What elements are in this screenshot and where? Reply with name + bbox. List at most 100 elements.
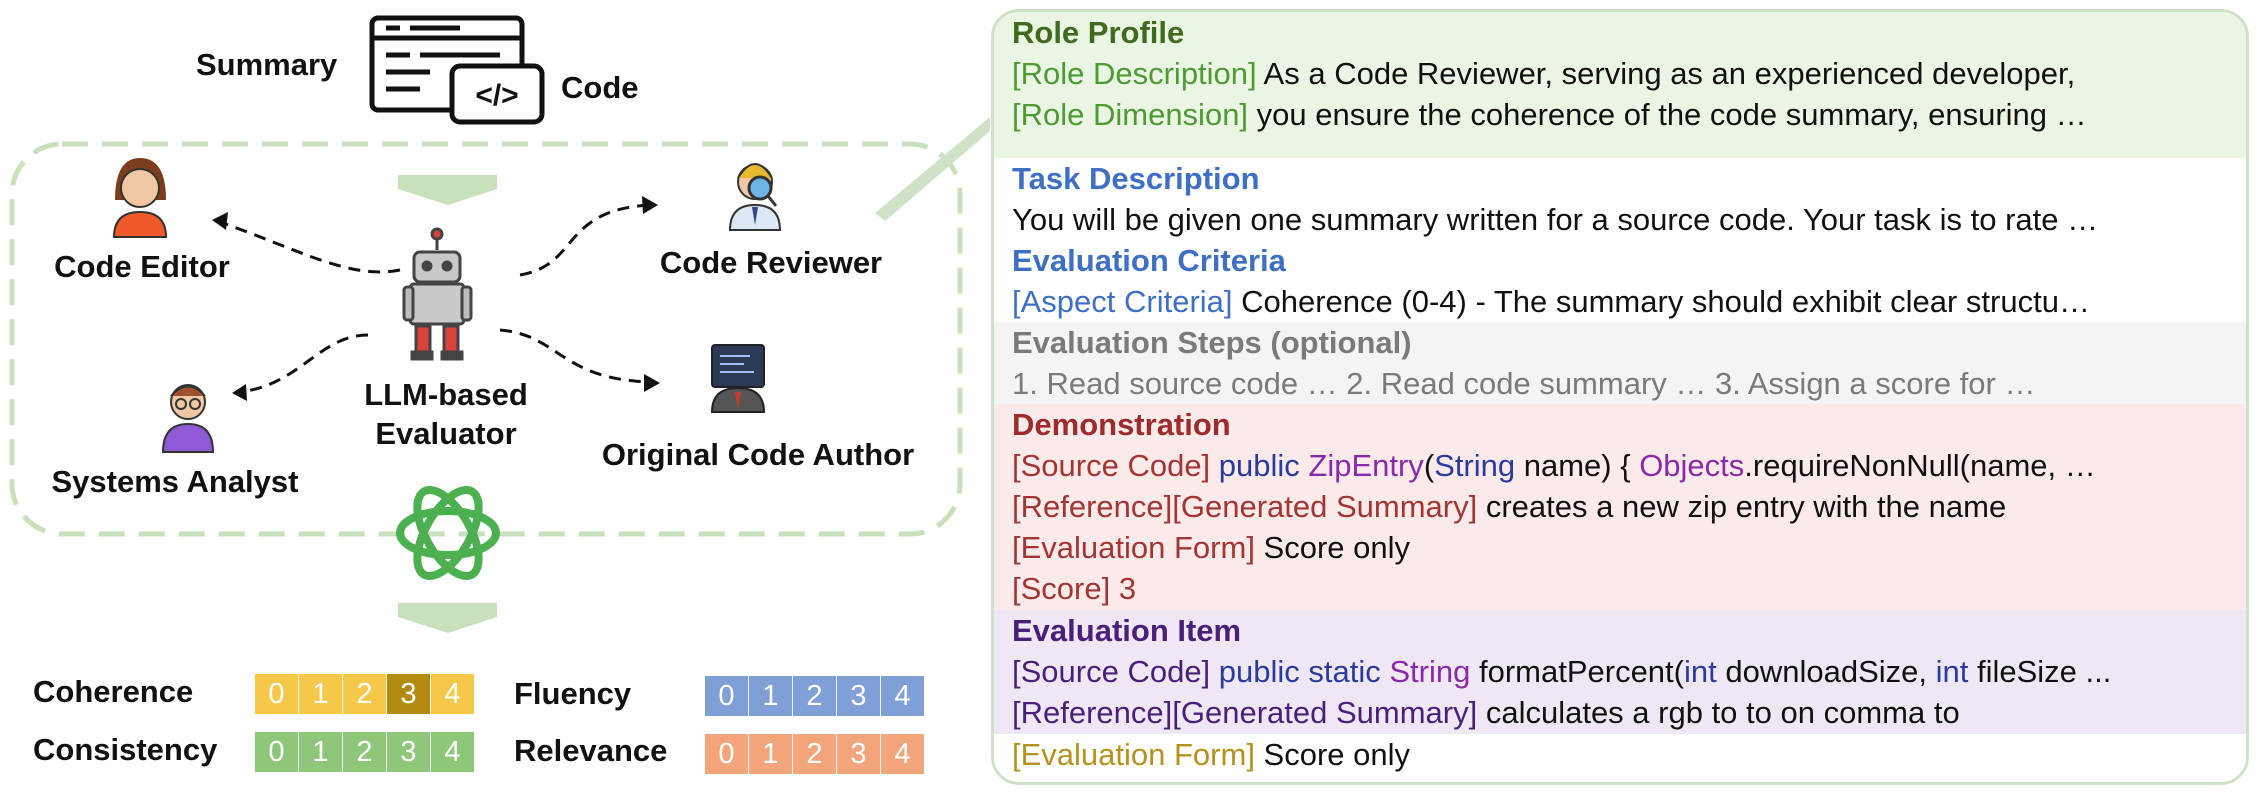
score-cell: 2 bbox=[342, 674, 386, 714]
aspect-fluency-label: Fluency bbox=[514, 676, 632, 711]
original-code-author-avatar-icon bbox=[710, 344, 766, 413]
score-cell: 3 bbox=[386, 674, 430, 714]
section-role-profile: Role Profile[Role Description] As a Code… bbox=[994, 12, 2246, 158]
section-line: 1. Read source code … 2. Read code summa… bbox=[1012, 363, 2035, 404]
section-heading: Evaluation Steps (optional) bbox=[1012, 325, 1412, 360]
section-line: You will be given one summary written fo… bbox=[1012, 199, 2098, 240]
section-evaluation-steps: Evaluation Steps (optional) 1. Read sourc… bbox=[994, 322, 2246, 404]
section-demonstration: Demonstration[Source Code] public ZipEnt… bbox=[994, 404, 2246, 610]
arrowhead-code-reviewer bbox=[642, 196, 658, 214]
section-line: [Aspect Criteria] Coherence (0-4) - The … bbox=[1012, 281, 2090, 322]
text-token: Coherence (0-4) - The summary should exh… bbox=[1232, 284, 2090, 319]
text-token: You will be given one summary written fo… bbox=[1012, 202, 2099, 237]
score-cell: 3 bbox=[836, 676, 880, 716]
callout-connector bbox=[875, 117, 990, 221]
text-token: formatPercent( bbox=[1470, 654, 1684, 689]
text-token: [Score] 3 bbox=[1012, 571, 1137, 606]
text-token: calculates a rgb to to on comma to bbox=[1477, 695, 1960, 730]
score-cell: 2 bbox=[792, 734, 836, 774]
score-cell: 0 bbox=[705, 734, 748, 774]
text-token: [Role Description] bbox=[1012, 56, 1257, 91]
score-cell: 3 bbox=[836, 734, 880, 774]
code-editor-label: Code Editor bbox=[54, 249, 230, 284]
text-token: 1. Read source code … 2. Read code summa… bbox=[1012, 366, 2036, 401]
evaluator-label-line2: Evaluator bbox=[375, 416, 517, 451]
arrowhead-original-author bbox=[644, 374, 660, 392]
score-cell: 2 bbox=[792, 676, 836, 716]
text-token: [Reference][Generated Summary] bbox=[1012, 695, 1478, 730]
section-line: [Reference][Generated Summary] creates a… bbox=[1012, 486, 2006, 527]
score-cell: 1 bbox=[748, 734, 792, 774]
text-token: downloadSize, bbox=[1716, 654, 1936, 689]
original-code-author-label: Original Code Author bbox=[601, 437, 915, 472]
systems-analyst-avatar-icon bbox=[161, 384, 215, 453]
text-token: public bbox=[1210, 448, 1300, 483]
score-cell: 4 bbox=[430, 732, 474, 772]
aspect-coherence-label: Coherence bbox=[33, 674, 194, 709]
text-token: [Evaluation Form] bbox=[1012, 530, 1255, 565]
arrow-to-code-editor bbox=[219, 220, 401, 274]
text-token: int bbox=[1935, 654, 1969, 689]
aspect-relevance-label: Relevance bbox=[514, 733, 668, 768]
section-line: [Role Description] As a Code Reviewer, s… bbox=[1012, 53, 2075, 94]
score-cell: 0 bbox=[705, 676, 748, 716]
openai-logo-icon bbox=[396, 486, 500, 580]
code-label: Code bbox=[561, 70, 639, 105]
section-evaluation-form: [Evaluation Form] Score only bbox=[994, 734, 2246, 782]
section-heading: Role Profile bbox=[1012, 15, 1185, 50]
text-token: [Source Code] bbox=[1012, 448, 1211, 483]
text-token: you ensure the coherence of the code sum… bbox=[1248, 97, 2087, 132]
text-token: Score only bbox=[1254, 737, 1411, 772]
chevron-down-top bbox=[398, 175, 497, 205]
code-editor-avatar-icon bbox=[112, 158, 168, 238]
text-token: [Source Code] bbox=[1012, 654, 1211, 689]
section-evaluation-item: Evaluation Item[Source Code] public stat… bbox=[994, 610, 2246, 734]
code-reviewer-label: Code Reviewer bbox=[659, 245, 883, 280]
prompt-panel: Role Profile[Role Description] As a Code… bbox=[991, 9, 2249, 785]
section-line: [Evaluation Form] Score only bbox=[1012, 734, 1410, 775]
robot-icon bbox=[402, 227, 473, 361]
agents-dashed-box bbox=[9, 141, 963, 537]
section-heading: Task Description bbox=[1012, 161, 1260, 196]
score-cell: 0 bbox=[255, 674, 298, 714]
code-window-icon bbox=[369, 15, 545, 125]
text-token: fileSize ... bbox=[1968, 654, 2112, 689]
arrow-to-code-reviewer bbox=[519, 203, 651, 277]
text-token: Objects bbox=[1639, 448, 1745, 483]
text-token: name) { bbox=[1515, 448, 1640, 483]
text-token: [Aspect Criteria] bbox=[1012, 284, 1233, 319]
section-line: [Role Dimension] you ensure the coherenc… bbox=[1012, 94, 2087, 135]
section-heading: Demonstration bbox=[1012, 407, 1231, 442]
code-tag-glyph: </> bbox=[475, 79, 518, 112]
text-token: ZipEntry bbox=[1299, 448, 1424, 483]
score-cell: 4 bbox=[430, 674, 474, 714]
systems-analyst-label: Systems Analyst bbox=[51, 464, 299, 499]
text-token: ( bbox=[1423, 448, 1435, 483]
score-cell: 4 bbox=[880, 734, 924, 774]
score-cell: 1 bbox=[298, 732, 342, 772]
section-line: [Evaluation Form] Score only bbox=[1012, 527, 1410, 568]
score-cell: 1 bbox=[748, 676, 792, 716]
arrow-to-original-author bbox=[499, 328, 653, 384]
section-line: [Source Code] public ZipEntry(String nam… bbox=[1012, 445, 2096, 486]
score-cell: 0 bbox=[255, 732, 298, 772]
score-cell: 2 bbox=[342, 732, 386, 772]
aspect-consistency-label: Consistency bbox=[33, 732, 218, 767]
arrowhead-code-editor bbox=[212, 212, 228, 230]
section-evaluation-criteria: Evaluation Criteria[Aspect Criteria] Coh… bbox=[994, 240, 2246, 322]
section-line: [Source Code] public static String forma… bbox=[1012, 651, 2111, 692]
text-token: creates a new zip entry with the name bbox=[1477, 489, 2007, 524]
chevron-down-bottom bbox=[398, 603, 497, 633]
section-line: [Score] 3 bbox=[1012, 568, 1136, 609]
score-cell: 3 bbox=[386, 732, 430, 772]
text-token: [Reference][Generated Summary] bbox=[1012, 489, 1478, 524]
text-token: [Role Dimension] bbox=[1012, 97, 1249, 132]
text-token: Score only bbox=[1254, 530, 1411, 565]
section-heading: Evaluation Item bbox=[1012, 613, 1242, 648]
text-token: String bbox=[1380, 654, 1471, 689]
